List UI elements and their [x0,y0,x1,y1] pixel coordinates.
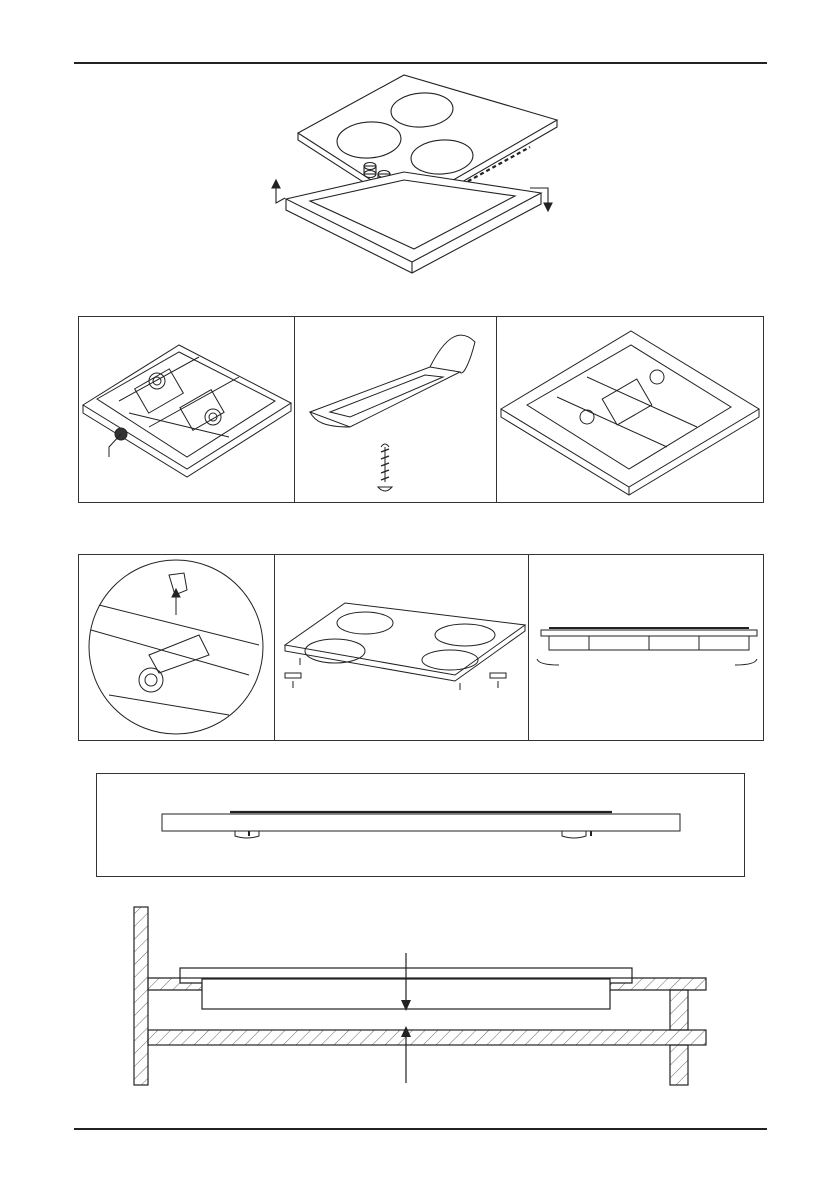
fig-2a-cell [79,317,294,502]
hob-side-view-brackets-icon [529,555,765,740]
figure-panel-3 [78,554,764,741]
fig-2b-cell [294,317,496,502]
fig-3c-cell [528,555,763,740]
hob-underside-with-seal-icon [79,317,294,502]
bracket-clip-detail-icon [79,555,274,740]
bottom-rule [74,1128,767,1130]
figure-panel-2 [78,316,764,503]
fig-2c-cell [496,317,763,502]
hob-underside-on-worktop-icon [497,317,765,502]
fig-3a-cell [79,555,274,740]
hob-exploded-over-frame-icon [0,0,839,300]
fig-3b-cell [274,555,528,740]
fixing-bracket-and-screw-icon [295,317,497,502]
figure-panel-4 [96,773,745,877]
worktop-cross-section-icon [0,895,839,1095]
hob-with-brackets-icon [275,555,529,740]
hob-side-profile-icon [97,774,744,876]
